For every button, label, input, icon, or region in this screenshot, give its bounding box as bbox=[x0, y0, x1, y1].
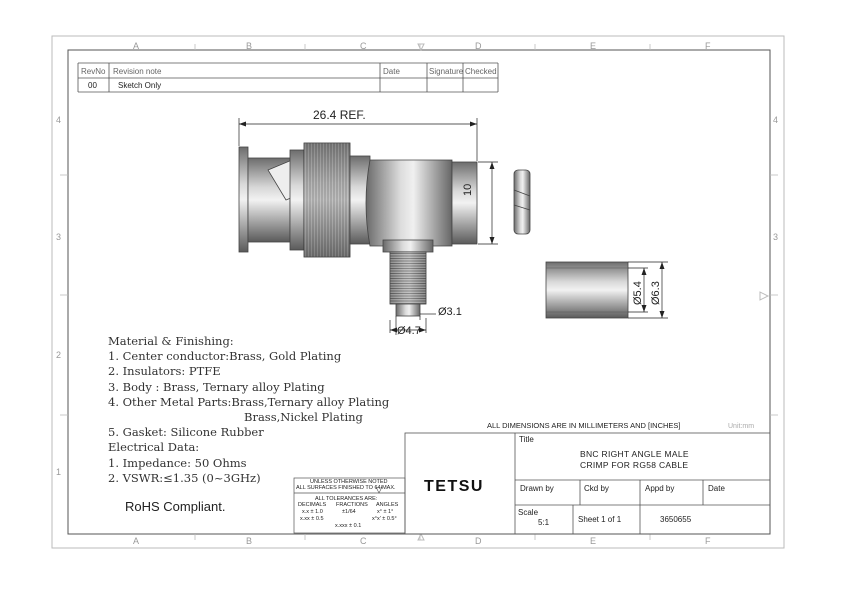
material-heading: Material & Finishing: bbox=[108, 334, 234, 348]
zone-label-f: F bbox=[705, 41, 711, 51]
sheet-number: Sheet 1 of 1 bbox=[578, 515, 622, 524]
rev-row-number: 00 bbox=[88, 81, 97, 90]
dimension-length: 26.4 REF. bbox=[313, 108, 366, 122]
dimension-crimp-diameter: Ø4.7 bbox=[397, 325, 421, 337]
tolerance-line-3: ALL TOLERANCES ARE: bbox=[315, 496, 378, 502]
rev-header-revno: RevNo bbox=[81, 67, 106, 76]
unit-label: Unit:mm bbox=[728, 423, 755, 430]
tolerance-decimal-2: x.xx ± 0.5 bbox=[300, 516, 324, 522]
rev-header-note: Revision note bbox=[113, 67, 162, 76]
tolerance-decimal-1: x.x ± 1.0 bbox=[302, 509, 323, 515]
tolerance-fraction-1: ±1/64 bbox=[342, 509, 356, 515]
note-item-2: 2. Insulators: PTFE bbox=[108, 364, 221, 379]
title-label: Title bbox=[519, 435, 534, 444]
electrical-heading: Electrical Data: bbox=[108, 440, 200, 455]
scale-value: 5:1 bbox=[538, 518, 550, 527]
tolerance-angle-2: x°x' ± 0.5° bbox=[372, 516, 397, 522]
zone-label-1: 1 bbox=[56, 467, 62, 477]
zone-label-e-bottom: E bbox=[590, 536, 597, 546]
zone-label-c: C bbox=[360, 41, 367, 51]
rev-row-note: Sketch Only bbox=[118, 81, 162, 90]
zone-label-f-bottom: F bbox=[705, 536, 711, 546]
title-line-2: CRIMP FOR RG58 CABLE bbox=[580, 460, 689, 470]
note-item-4: 4. Other Metal Parts:Brass,Ternary alloy… bbox=[108, 394, 390, 409]
zone-label-a: A bbox=[133, 41, 140, 51]
zone-label-d: D bbox=[475, 41, 482, 51]
zone-label-3: 3 bbox=[56, 232, 62, 242]
note-item-5: 5. Gasket: Silicone Rubber bbox=[108, 425, 264, 440]
tolerance-angle-1: x° ± 1° bbox=[377, 509, 394, 515]
zone-label-d-bottom: D bbox=[475, 536, 482, 546]
zone-label-4: 4 bbox=[56, 115, 62, 125]
drawn-by-label: Drawn by bbox=[520, 484, 554, 493]
zone-label-2: 2 bbox=[56, 350, 62, 360]
electrical-item-1: 1. Impedance: 50 Ohms bbox=[108, 455, 247, 470]
scale-label: Scale bbox=[518, 508, 539, 517]
rohs-label: RoHS Compliant. bbox=[125, 499, 226, 514]
checked-by-label: Ckd by bbox=[584, 484, 609, 493]
tolerance-header-angles: ANGLES bbox=[376, 502, 399, 508]
note-item-1: 1. Center conductor:Brass, Gold Plating bbox=[108, 349, 342, 364]
note-item-4-cont: Brass,Nickel Plating bbox=[244, 410, 363, 425]
zone-label-b-bottom: B bbox=[246, 536, 253, 546]
zone-label-c-bottom: C bbox=[360, 536, 367, 546]
approved-by-label: Appd by bbox=[645, 484, 675, 493]
zone-label-b: B bbox=[246, 41, 253, 51]
electrical-item-2: 2. VSWR:≤1.35 (0~3GHz) bbox=[108, 470, 261, 485]
tolerance-decimal-3: x.xxx ± 0.1 bbox=[335, 523, 362, 529]
units-note: ALL DIMENSIONS ARE IN MILLIMETERS AND [I… bbox=[487, 421, 681, 430]
notes-block: Material & Finishing: 1. Center conducto… bbox=[108, 334, 389, 486]
dimension-pin-diameter: Ø3.1 bbox=[438, 306, 462, 318]
rev-header-signature: Signature bbox=[429, 67, 464, 76]
note-item-3: 3. Body : Brass, Ternary alloy Plating bbox=[108, 379, 325, 394]
zone-label-4-right: 4 bbox=[773, 115, 779, 125]
rev-header-checked: Checked bbox=[465, 67, 497, 76]
tolerance-header-decimals: DECIMALS bbox=[298, 502, 327, 508]
zone-label-3-right: 3 bbox=[773, 232, 779, 242]
tolerance-line-2: ALL SURFACES FINISHED TO 64/MAX. bbox=[296, 485, 396, 491]
rev-header-date: Date bbox=[383, 67, 400, 76]
zone-label-a-bottom: A bbox=[133, 536, 140, 546]
tolerance-line-1: UNLESS OTHERWISE NOTED bbox=[310, 479, 388, 485]
date-label: Date bbox=[708, 484, 725, 493]
part-number: 3650655 bbox=[660, 515, 692, 524]
company-logo: TETSU bbox=[424, 478, 484, 495]
tolerance-header-fractions: FRACTIONS bbox=[336, 502, 368, 508]
title-line-1: BNC RIGHT ANGLE MALE bbox=[580, 449, 689, 459]
zone-label-e: E bbox=[590, 41, 597, 51]
